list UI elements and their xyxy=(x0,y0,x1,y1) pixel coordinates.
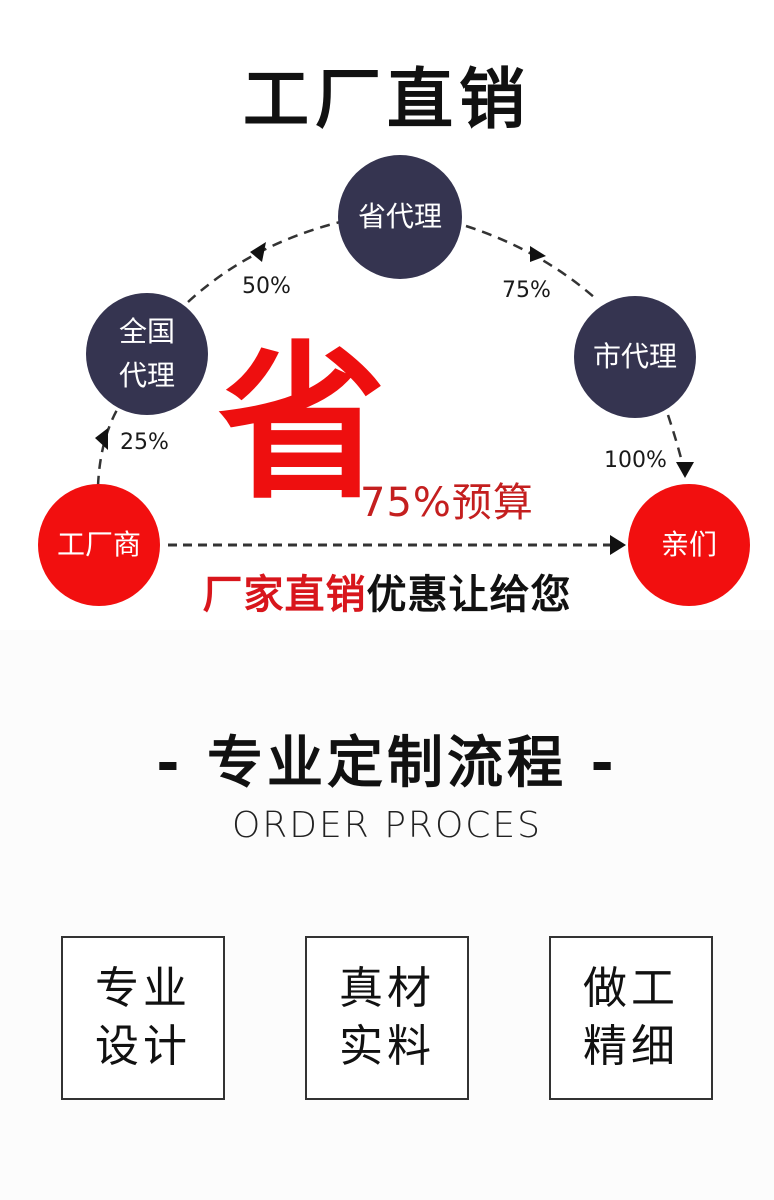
order-process-section xyxy=(0,630,774,1200)
node-national-label-2: 代理 xyxy=(118,359,175,392)
markup-100: 100% xyxy=(604,448,667,473)
node-national-label-1: 全国 xyxy=(118,315,175,348)
node-city-label: 市代理 xyxy=(592,340,677,373)
save-character: 省 xyxy=(218,326,386,522)
feature-card-line1: 真材 xyxy=(339,963,435,1014)
markup-75: 75% xyxy=(502,278,551,303)
arrowhead-25 xyxy=(95,428,108,450)
arrowhead-direct xyxy=(610,535,626,555)
page-title: 工厂直销 xyxy=(243,61,531,138)
node-factory: 工厂商 xyxy=(38,484,160,606)
node-factory-label: 工厂商 xyxy=(56,528,141,561)
arrowhead-75 xyxy=(530,246,546,262)
slogan: 厂家直销优惠让给您 xyxy=(0,562,774,620)
markup-25: 25% xyxy=(120,430,169,455)
flow-arrows xyxy=(95,220,694,555)
markup-50: 50% xyxy=(242,274,291,299)
feature-card-line1: 做工 xyxy=(583,963,679,1014)
node-customer: 亲们 xyxy=(628,484,750,606)
arrow-national-to-province xyxy=(187,220,341,303)
save-budget-text: 75%预算 xyxy=(360,480,534,526)
process-title: - 专业定制流程 - xyxy=(156,731,618,796)
process-subtitle: ORDER PROCES xyxy=(231,805,543,846)
arrowhead-50 xyxy=(250,242,266,262)
slogan-red: 厂家直销 xyxy=(202,572,367,618)
node-province-label: 省代理 xyxy=(357,200,442,233)
node-city-agent: 市代理 xyxy=(574,296,696,418)
arrow-city-to-customer xyxy=(666,414,686,471)
feature-card-design: 专业 设计 xyxy=(61,936,225,1100)
feature-card-material: 真材 实料 xyxy=(305,936,469,1100)
feature-card-line2: 实料 xyxy=(339,1021,435,1072)
slogan-black: 优惠让给您 xyxy=(366,572,572,618)
feature-card-line2: 精细 xyxy=(583,1021,679,1072)
node-province-agent: 省代理 xyxy=(338,155,462,279)
feature-card-line1: 专业 xyxy=(95,963,191,1014)
node-customer-label: 亲们 xyxy=(660,528,717,561)
feature-card-craft: 做工 精细 xyxy=(549,936,713,1100)
arrowhead-100 xyxy=(676,462,694,478)
feature-card-line2: 设计 xyxy=(95,1021,191,1072)
factory-direct-section: 工厂直销 工厂商 全国 代理 省代理 市 xyxy=(0,61,774,620)
node-national-agent: 全国 代理 xyxy=(86,293,208,415)
